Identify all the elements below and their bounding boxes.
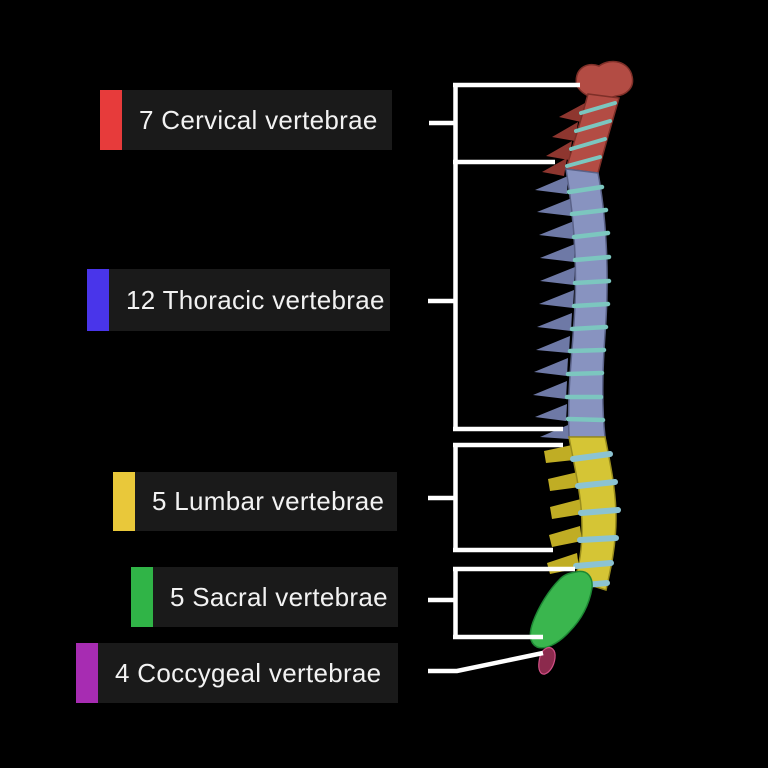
label-box-thoracic: 12 Thoracic vertebrae [87, 269, 390, 331]
lumbar-discs [570, 451, 621, 589]
bracket-sacral [453, 566, 575, 640]
thoracic-processes [533, 176, 575, 439]
coccygeal-label: 4 Coccygeal vertebrae [115, 657, 382, 688]
cervical-processes [542, 103, 585, 176]
cervical-segment [565, 60, 634, 174]
label-box-cervical: 7 Cervical vertebrae [100, 90, 392, 150]
spine-column [529, 60, 634, 675]
lumbar-label: 5 Lumbar vertebrae [152, 486, 385, 516]
thoracic-label: 12 Thoracic vertebrae [126, 284, 385, 315]
sacral-color-bar [131, 567, 153, 627]
label-box-coccygeal: 4 Coccygeal vertebrae [76, 643, 398, 703]
coccygeal-color-bar [76, 643, 98, 703]
label-box-lumbar: 5 Lumbar vertebrae [113, 472, 397, 531]
sacral-segment [529, 570, 593, 649]
lumbar-color-bar [113, 472, 135, 531]
sacral-label: 5 Sacral vertebrae [170, 581, 388, 612]
bracket-lines [428, 82, 580, 674]
thoracic-discs [564, 184, 612, 423]
bracket-cervical-thoracic [453, 82, 580, 432]
cervical-color-bar [100, 90, 122, 150]
thoracic-color-bar [87, 269, 109, 331]
coccygeal-pointer-line [428, 650, 544, 674]
cervical-label: 7 Cervical vertebrae [139, 104, 378, 135]
cervical-discs [565, 101, 617, 168]
label-box-sacral: 5 Sacral vertebrae [131, 567, 398, 627]
